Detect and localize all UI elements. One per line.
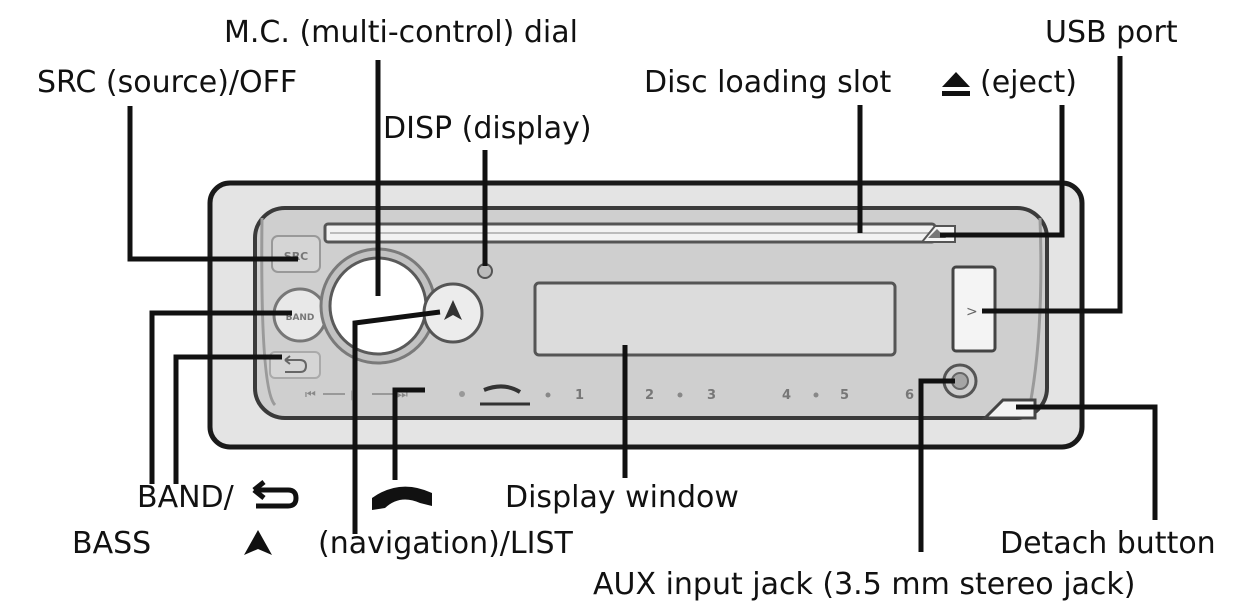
up-triangle-icon — [444, 300, 462, 320]
eject-button[interactable] — [919, 225, 956, 243]
src-button[interactable]: SRC — [271, 235, 321, 273]
label-usb: USB port — [1045, 15, 1178, 50]
return-arrow-icon — [252, 480, 299, 509]
preset-4[interactable]: 4 — [782, 388, 791, 403]
leader-src — [127, 106, 298, 262]
label-eject: (eject) — [980, 65, 1077, 100]
svg-text:⏭: ⏭ — [397, 387, 408, 401]
up-triangle-icon — [244, 530, 272, 555]
leader-navigation — [352, 309, 441, 534]
disp-button[interactable] — [477, 263, 493, 279]
return-arrow-icon — [284, 355, 308, 373]
preset-6[interactable]: 6 — [905, 388, 914, 403]
preset-3[interactable]: 3 — [707, 388, 716, 403]
disc-loading-slot[interactable] — [323, 222, 937, 244]
svg-text:⏮: ⏮ — [305, 387, 316, 401]
label-disc-slot: Disc loading slot — [644, 65, 891, 100]
control-strip: ⏮ ‖ ⏭ 1 2 3 4 5 6 — [305, 384, 914, 406]
preset-1[interactable]: 1 — [575, 388, 584, 403]
leader-lines — [127, 56, 1158, 552]
return-button[interactable] — [269, 351, 321, 379]
leader-eject — [940, 105, 1065, 238]
usb-port[interactable]: > — [951, 265, 997, 353]
label-mc-dial: M.C. (multi-control) dial — [224, 15, 578, 50]
label-bass: BASS — [72, 526, 151, 561]
label-navigation: (navigation)/LIST — [318, 526, 573, 561]
leader-list — [392, 387, 425, 480]
eject-icon — [942, 72, 970, 96]
leader-detach — [1016, 404, 1158, 520]
label-display-window: Display window — [505, 480, 739, 515]
label-aux: AUX input jack (3.5 mm stereo jack) — [593, 567, 1136, 602]
leader-bass — [149, 310, 292, 484]
label-band: BAND/ — [137, 480, 235, 515]
leader-aux — [918, 378, 955, 552]
phone-key-icon — [483, 384, 522, 394]
label-disp: DISP (display) — [383, 111, 592, 146]
preset-5[interactable]: 5 — [840, 388, 849, 403]
phone-handset-icon — [372, 486, 432, 510]
label-detach: Detach button — [1000, 526, 1216, 561]
svg-text:>: > — [966, 304, 978, 320]
leader-usb — [982, 56, 1123, 314]
display-window — [533, 281, 897, 357]
label-src: SRC (source)/OFF — [37, 65, 297, 100]
band-button-label: BAND — [286, 313, 315, 323]
preset-2[interactable]: 2 — [645, 388, 654, 403]
leader-band — [173, 354, 282, 484]
